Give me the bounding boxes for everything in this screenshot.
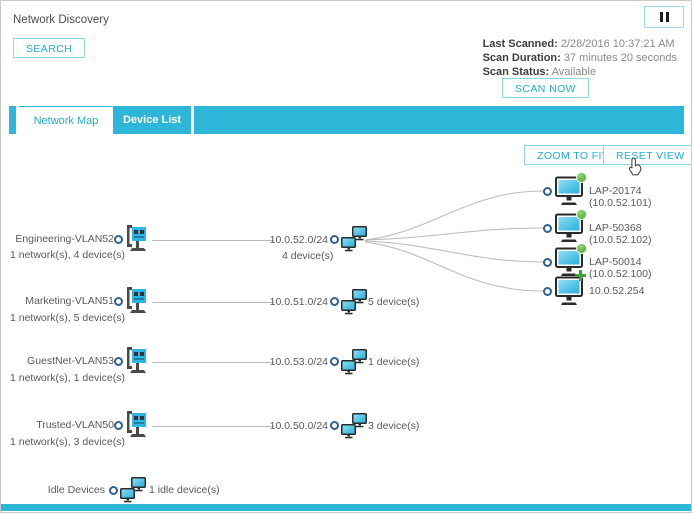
network-card-icon[interactable] [124, 285, 150, 316]
scan-now-button[interactable]: SCAN NOW [502, 78, 589, 98]
page-title: Network Discovery [13, 14, 109, 26]
vlan-node-summary: 1 network(s), 4 device(s) [10, 249, 125, 261]
pause-icon [665, 12, 669, 22]
vlan-node-label[interactable]: Marketing-VLAN51 [25, 295, 114, 307]
device-node-label[interactable]: LAP-50368 (10.0.52.102) [589, 222, 652, 246]
device-group-icon[interactable] [119, 477, 147, 504]
tab-bar: Network Map Device List [1, 106, 691, 134]
computer-icon[interactable] [555, 247, 585, 277]
device-node-label[interactable]: LAP-20174 (10.0.52.101) [589, 185, 652, 209]
scan-status-line: Scan Status: Available [483, 65, 677, 79]
subnet-device-count: 3 device(s) [368, 420, 420, 432]
tab-separator [191, 106, 194, 134]
map-link-line [152, 426, 274, 427]
subnet-node-label[interactable]: 10.0.50.0/24 [269, 420, 328, 432]
device-node-connector[interactable] [543, 287, 552, 296]
vlan-node-label[interactable]: GuestNet-VLAN53 [27, 355, 114, 367]
subnet-node-connector[interactable] [330, 357, 339, 366]
subnet-device-count: 5 device(s) [368, 296, 420, 308]
hand-cursor-icon [627, 157, 645, 178]
network-card-icon[interactable] [124, 345, 150, 376]
scan-duration-label: Scan Duration: [482, 52, 561, 64]
device-group-icon[interactable] [340, 413, 368, 440]
tab-bar-gap [16, 106, 19, 134]
subnet-node-connector[interactable] [330, 421, 339, 430]
scan-info: Last Scanned: 2/28/2016 10:37:21 AM Scan… [483, 37, 677, 79]
device-node-connector[interactable] [543, 258, 552, 267]
idle-device-count: 1 idle device(s) [149, 484, 220, 496]
device-node-connector[interactable] [543, 224, 552, 233]
last-scanned-value: 2/28/2016 10:37:21 AM [560, 38, 675, 50]
scan-duration-value: 37 minutes 20 seconds [563, 52, 677, 64]
vlan-node-label[interactable]: Engineering-VLAN52 [15, 233, 114, 245]
device-node-label[interactable]: LAP-50014 (10.0.52.100) [589, 256, 652, 280]
bottom-accent-bar [1, 504, 691, 511]
device-group-icon[interactable] [340, 349, 368, 376]
vlan-node-label[interactable]: Trusted-VLAN50 [36, 419, 114, 431]
vlan-node-connector[interactable] [114, 357, 123, 366]
device-group-icon[interactable] [340, 226, 368, 253]
pause-button[interactable] [644, 6, 684, 28]
subnet-node-connector[interactable] [330, 297, 339, 306]
zoom-to-fit-button[interactable]: ZOOM TO FIT [524, 145, 622, 165]
last-scanned-label: Last Scanned: [482, 38, 558, 50]
status-online-icon [576, 243, 587, 254]
subnet-node-label[interactable]: 10.0.53.0/24 [269, 356, 328, 368]
subnet-device-count: 1 device(s) [368, 356, 420, 368]
device-node-connector[interactable] [543, 187, 552, 196]
scan-status-label: Scan Status: [482, 66, 550, 78]
vlan-node-connector[interactable] [114, 297, 123, 306]
vlan-node-summary: 1 network(s), 3 device(s) [10, 436, 125, 448]
map-link-line [152, 240, 274, 241]
tab-bar-fill [194, 106, 684, 134]
tab-device-list[interactable]: Device List [113, 106, 191, 134]
status-online-icon [576, 209, 587, 220]
idle-node-connector[interactable] [109, 486, 118, 495]
subnet-node-connector[interactable] [330, 235, 339, 244]
device-node-label[interactable]: 10.0.52.254 [589, 285, 645, 297]
map-link-line [152, 302, 274, 303]
vlan-node-summary: 1 network(s), 1 device(s) [10, 372, 125, 384]
vlan-node-summary: 1 network(s), 5 device(s) [10, 312, 125, 324]
computer-icon[interactable] [555, 276, 585, 306]
subnet-node-label[interactable]: 10.0.52.0/24 [269, 234, 328, 246]
vlan-node-connector[interactable] [114, 235, 123, 244]
tab-network-map[interactable]: Network Map [19, 106, 113, 134]
device-group-icon[interactable] [340, 289, 368, 316]
search-button[interactable]: SEARCH [13, 38, 86, 58]
scan-duration-line: Scan Duration: 37 minutes 20 seconds [483, 51, 677, 65]
last-scanned-line: Last Scanned: 2/28/2016 10:37:21 AM [483, 37, 677, 51]
vlan-node-connector[interactable] [114, 421, 123, 430]
reset-view-button[interactable]: RESET VIEW [603, 145, 691, 165]
map-link-line [152, 362, 274, 363]
status-online-icon [576, 172, 587, 183]
pause-icon [659, 12, 663, 22]
network-card-icon[interactable] [124, 223, 150, 254]
subnet-node-summary: 4 device(s) [282, 250, 334, 262]
scan-status-value: Available [551, 66, 597, 78]
idle-devices-label[interactable]: Idle Devices [47, 484, 105, 496]
computer-icon[interactable] [555, 213, 585, 243]
subnet-node-label[interactable]: 10.0.51.0/24 [269, 296, 328, 308]
new-device-plus-icon [575, 270, 586, 281]
network-card-icon[interactable] [124, 409, 150, 440]
tab-bar-stub [9, 106, 16, 134]
computer-icon[interactable] [555, 176, 585, 206]
